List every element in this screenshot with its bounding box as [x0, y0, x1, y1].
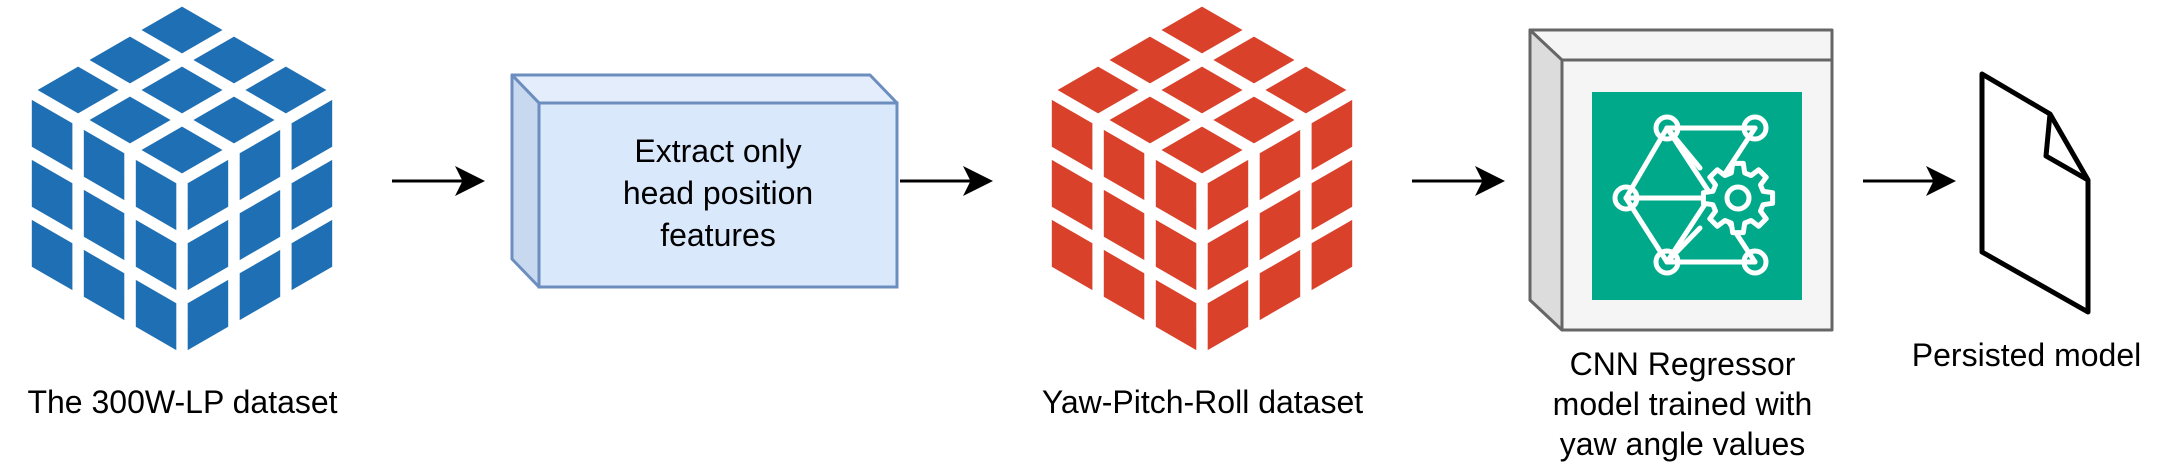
cnn-label-line-2: model trained with: [1552, 386, 1813, 422]
cube-tile: [1051, 219, 1093, 291]
extract-box-front-face: [537, 101, 899, 289]
cnn-model-label: CNN Regressor model trained with yaw ang…: [1520, 344, 1845, 464]
cube-tile: [239, 189, 281, 261]
cube-tile: [187, 279, 229, 351]
cube-tile: [1213, 96, 1295, 144]
cube-tile: [291, 219, 333, 291]
gear-outline: [1700, 160, 1776, 236]
cube-tile: [141, 66, 223, 114]
extract-box-top-face: [510, 73, 899, 105]
cube-tile: [1103, 189, 1145, 261]
cube-tile: [31, 219, 73, 291]
cube-tile: [1207, 219, 1249, 291]
cube-tile: [1161, 126, 1243, 174]
cube-tile: [187, 159, 229, 231]
cube-tile: [1155, 159, 1197, 231]
cube-tile: [1213, 36, 1295, 84]
cube-tile: [1155, 279, 1197, 351]
cube-tile: [1103, 249, 1145, 321]
cube-tile: [187, 219, 229, 291]
cube-tile: [83, 129, 125, 201]
cube-tile: [1311, 219, 1353, 291]
cube-tile: [135, 159, 177, 231]
cube-tile: [1259, 129, 1301, 201]
cube-tile: [1311, 159, 1353, 231]
ypr-dataset-label: Yaw-Pitch-Roll dataset: [1041, 384, 1364, 420]
cube-tile: [239, 249, 281, 321]
cube-tile: [1051, 159, 1093, 231]
cube-tile: [1207, 279, 1249, 351]
cube-tile: [239, 129, 281, 201]
cube-tile: [141, 126, 223, 174]
cube-tile: [193, 36, 275, 84]
cube-tile: [135, 219, 177, 291]
cube-tile: [31, 159, 73, 231]
cube-tile: [141, 6, 223, 54]
cube-tile: [37, 66, 119, 114]
source-dataset-cube-icon: [31, 6, 333, 351]
cube-tile: [245, 66, 327, 114]
persisted-model-label: Persisted model: [1911, 337, 2142, 373]
extract-box-side-face: [510, 73, 541, 289]
gear-icon: [1700, 160, 1776, 236]
cnn-label-line-1: CNN Regressor: [1569, 346, 1796, 382]
cube-tile: [135, 279, 177, 351]
cube-tile: [1161, 6, 1243, 54]
cube-tile: [89, 36, 171, 84]
cube-tile: [1259, 249, 1301, 321]
neural-network-gear-icon: [1612, 114, 1776, 276]
cube-tile: [1109, 36, 1191, 84]
extract-box-line-2: head position: [622, 175, 814, 211]
extract-box-line-3: features: [660, 217, 776, 253]
extract-box-text: Extract only head position features: [539, 130, 897, 256]
extract-features-box: [510, 73, 899, 289]
cnn-model-box: [1528, 28, 1834, 332]
ypr-dataset-cube-icon: [1051, 6, 1353, 351]
cube-tile: [1259, 189, 1301, 261]
cube-tile: [1103, 129, 1145, 201]
cube-tile: [291, 99, 333, 171]
cube-tile: [291, 159, 333, 231]
cube-tile: [83, 249, 125, 321]
cube-tile: [1311, 99, 1353, 171]
source-dataset-label: The 300W-LP dataset: [27, 384, 338, 420]
cube-tile: [1155, 219, 1197, 291]
document-icon: [1979, 71, 2091, 315]
cube-tile: [193, 96, 275, 144]
cube-tile: [1109, 96, 1191, 144]
cnn-label-line-3: yaw angle values: [1559, 426, 1806, 462]
cube-tile: [89, 96, 171, 144]
cube-tile: [31, 99, 73, 171]
cube-tile: [1265, 66, 1347, 114]
cube-tile: [1051, 99, 1093, 171]
cube-tile: [1207, 159, 1249, 231]
cube-tile: [83, 189, 125, 261]
cnn-box-side-face: [1528, 28, 1564, 332]
extract-box-line-1: Extract only: [634, 133, 802, 169]
cube-tile: [1161, 66, 1243, 114]
cube-tile: [1057, 66, 1139, 114]
